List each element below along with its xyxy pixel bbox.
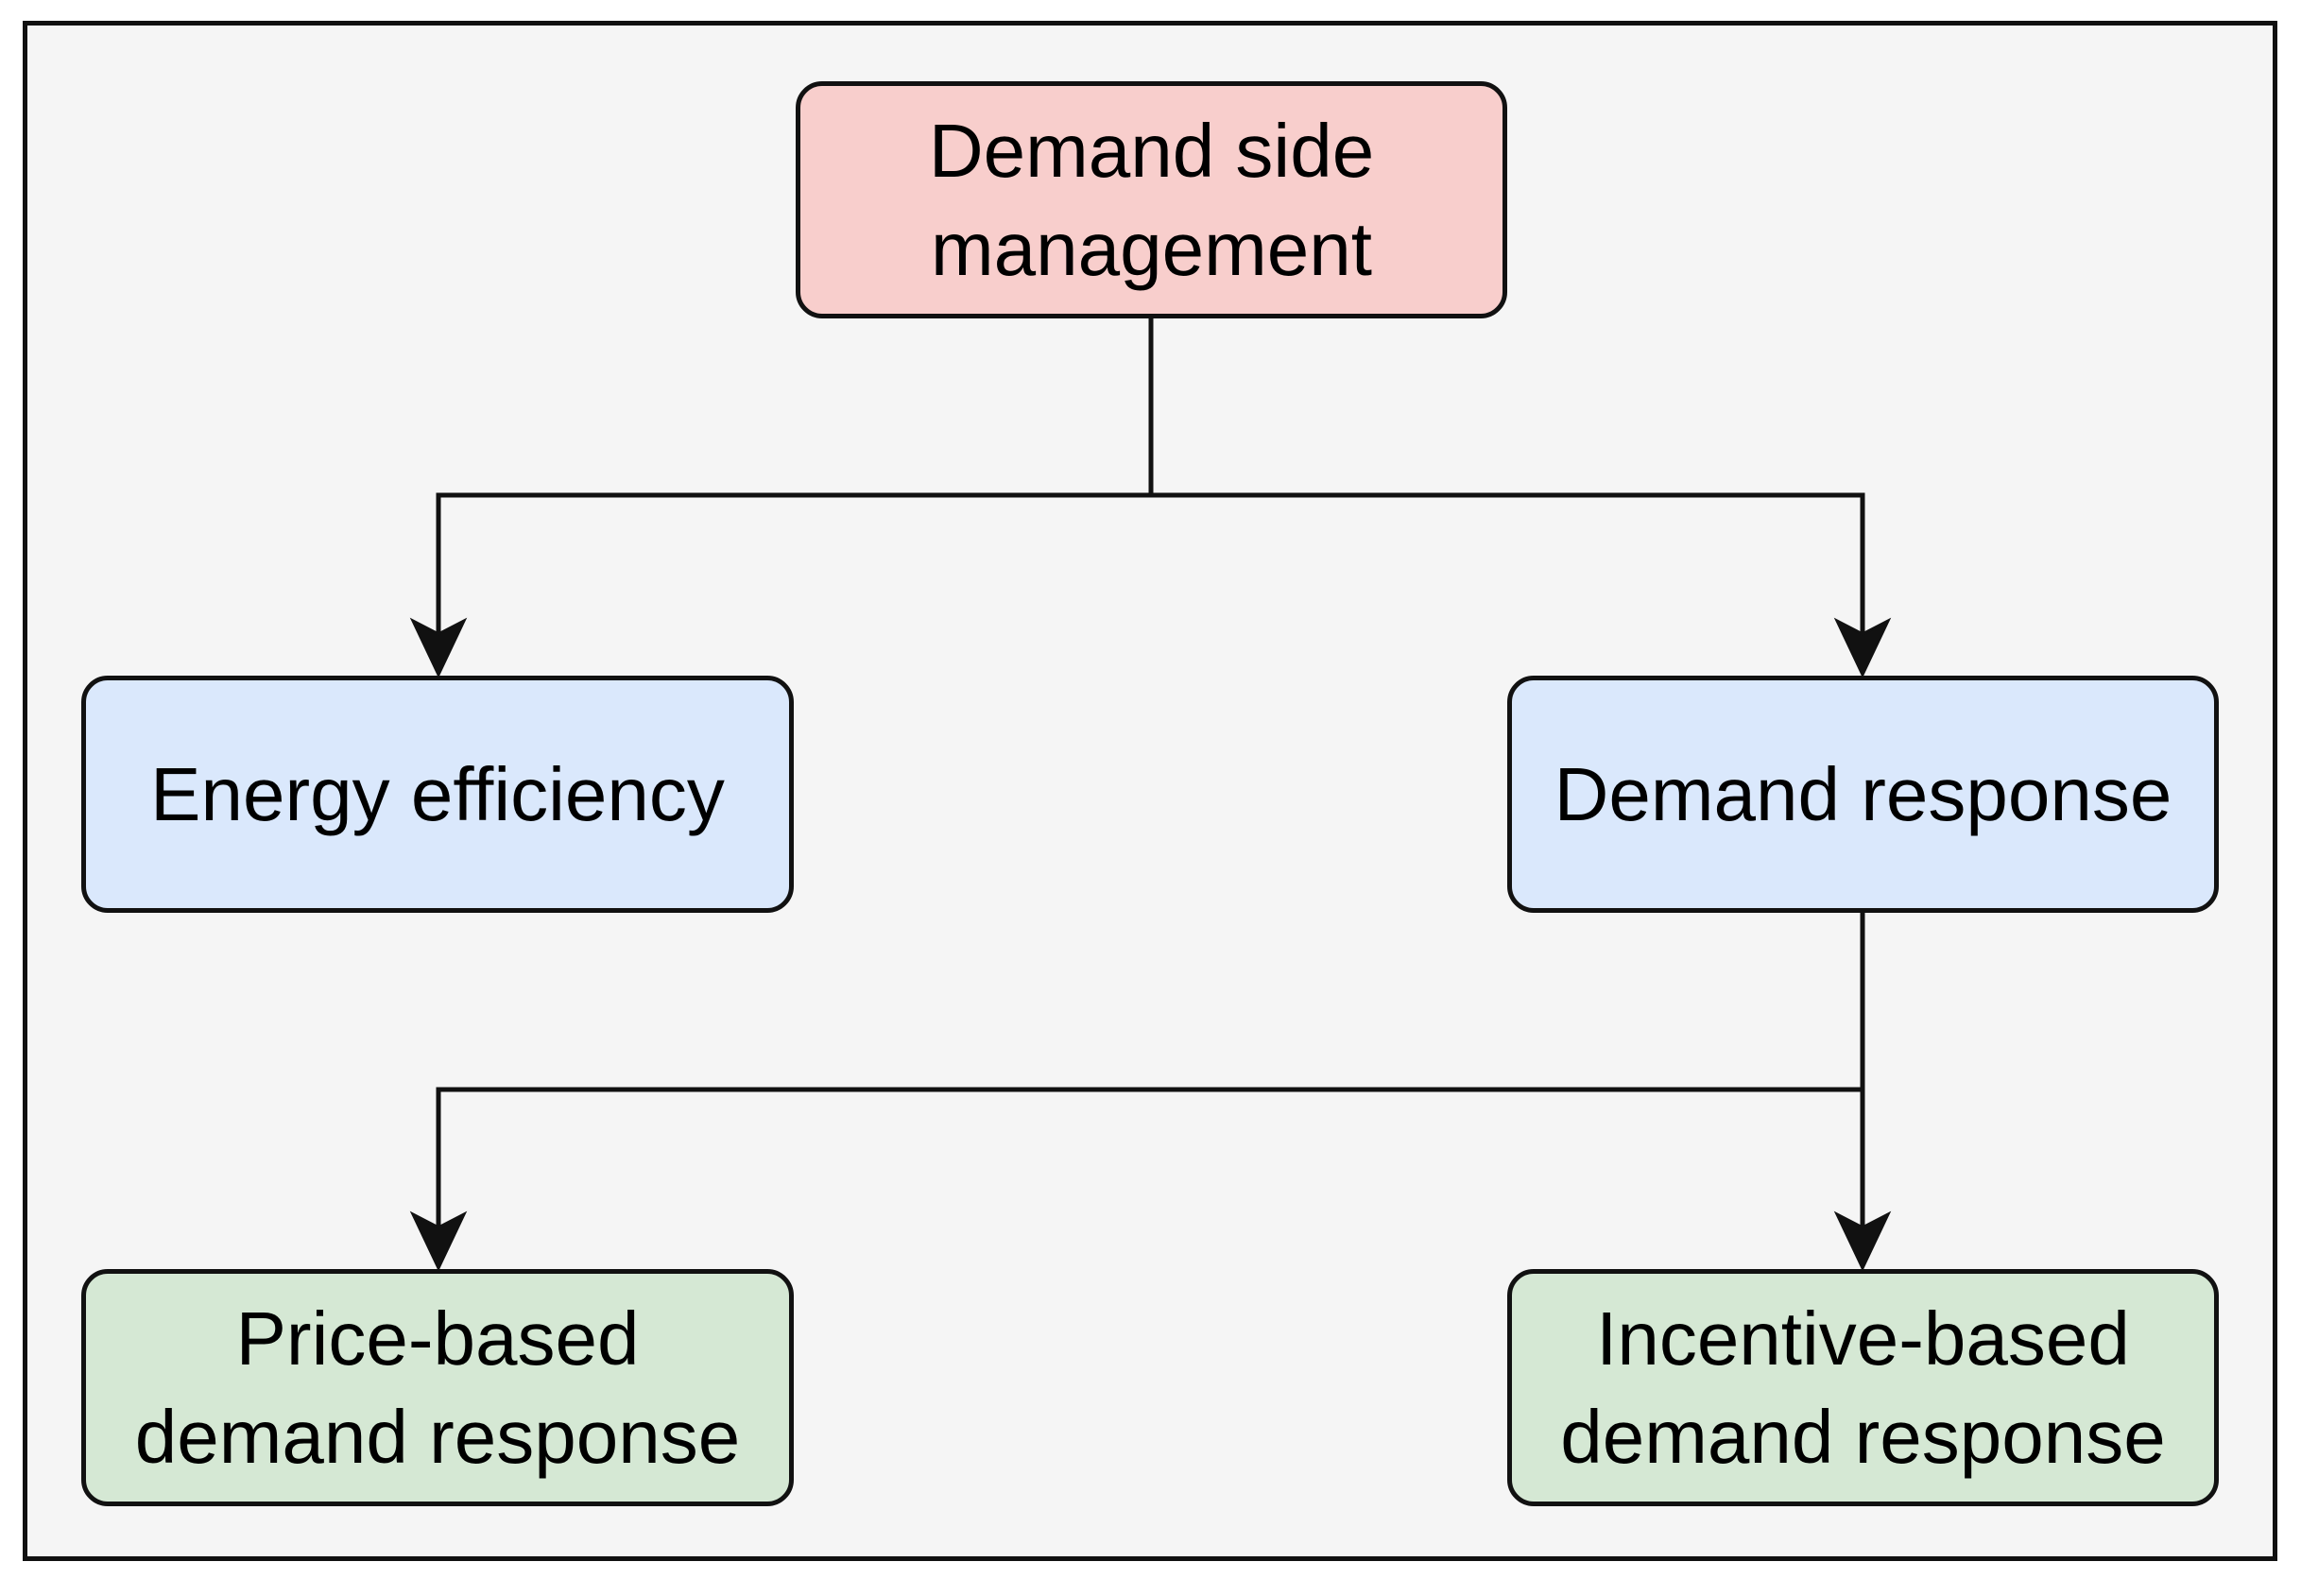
node-label: Price-based demand response xyxy=(134,1296,741,1479)
node-label: Demand response xyxy=(1554,751,2172,836)
node-label: Incentive-based demand response xyxy=(1560,1296,2166,1479)
node-energy-efficiency: Energy efficiency xyxy=(81,676,794,913)
node-price-based-demand-response: Price-based demand response xyxy=(81,1269,794,1506)
edge-demand-response-to-price-based xyxy=(436,1087,1863,1236)
arrowhead-price-based xyxy=(409,1210,468,1272)
arrowhead-energy-efficiency xyxy=(409,617,468,678)
node-label: Demand side management xyxy=(928,108,1375,291)
node-label: Energy efficiency xyxy=(150,751,725,836)
node-incentive-based-demand-response: Incentive-based demand response xyxy=(1507,1269,2219,1506)
node-demand-response: Demand response xyxy=(1507,676,2219,913)
arrowhead-demand-response xyxy=(1833,617,1892,678)
edge-root-to-demand-response xyxy=(1151,492,1865,643)
edge-root-to-energy-efficiency xyxy=(436,492,1151,643)
node-demand-side-management: Demand side management xyxy=(796,81,1507,318)
arrowhead-incentive-based xyxy=(1833,1210,1892,1272)
